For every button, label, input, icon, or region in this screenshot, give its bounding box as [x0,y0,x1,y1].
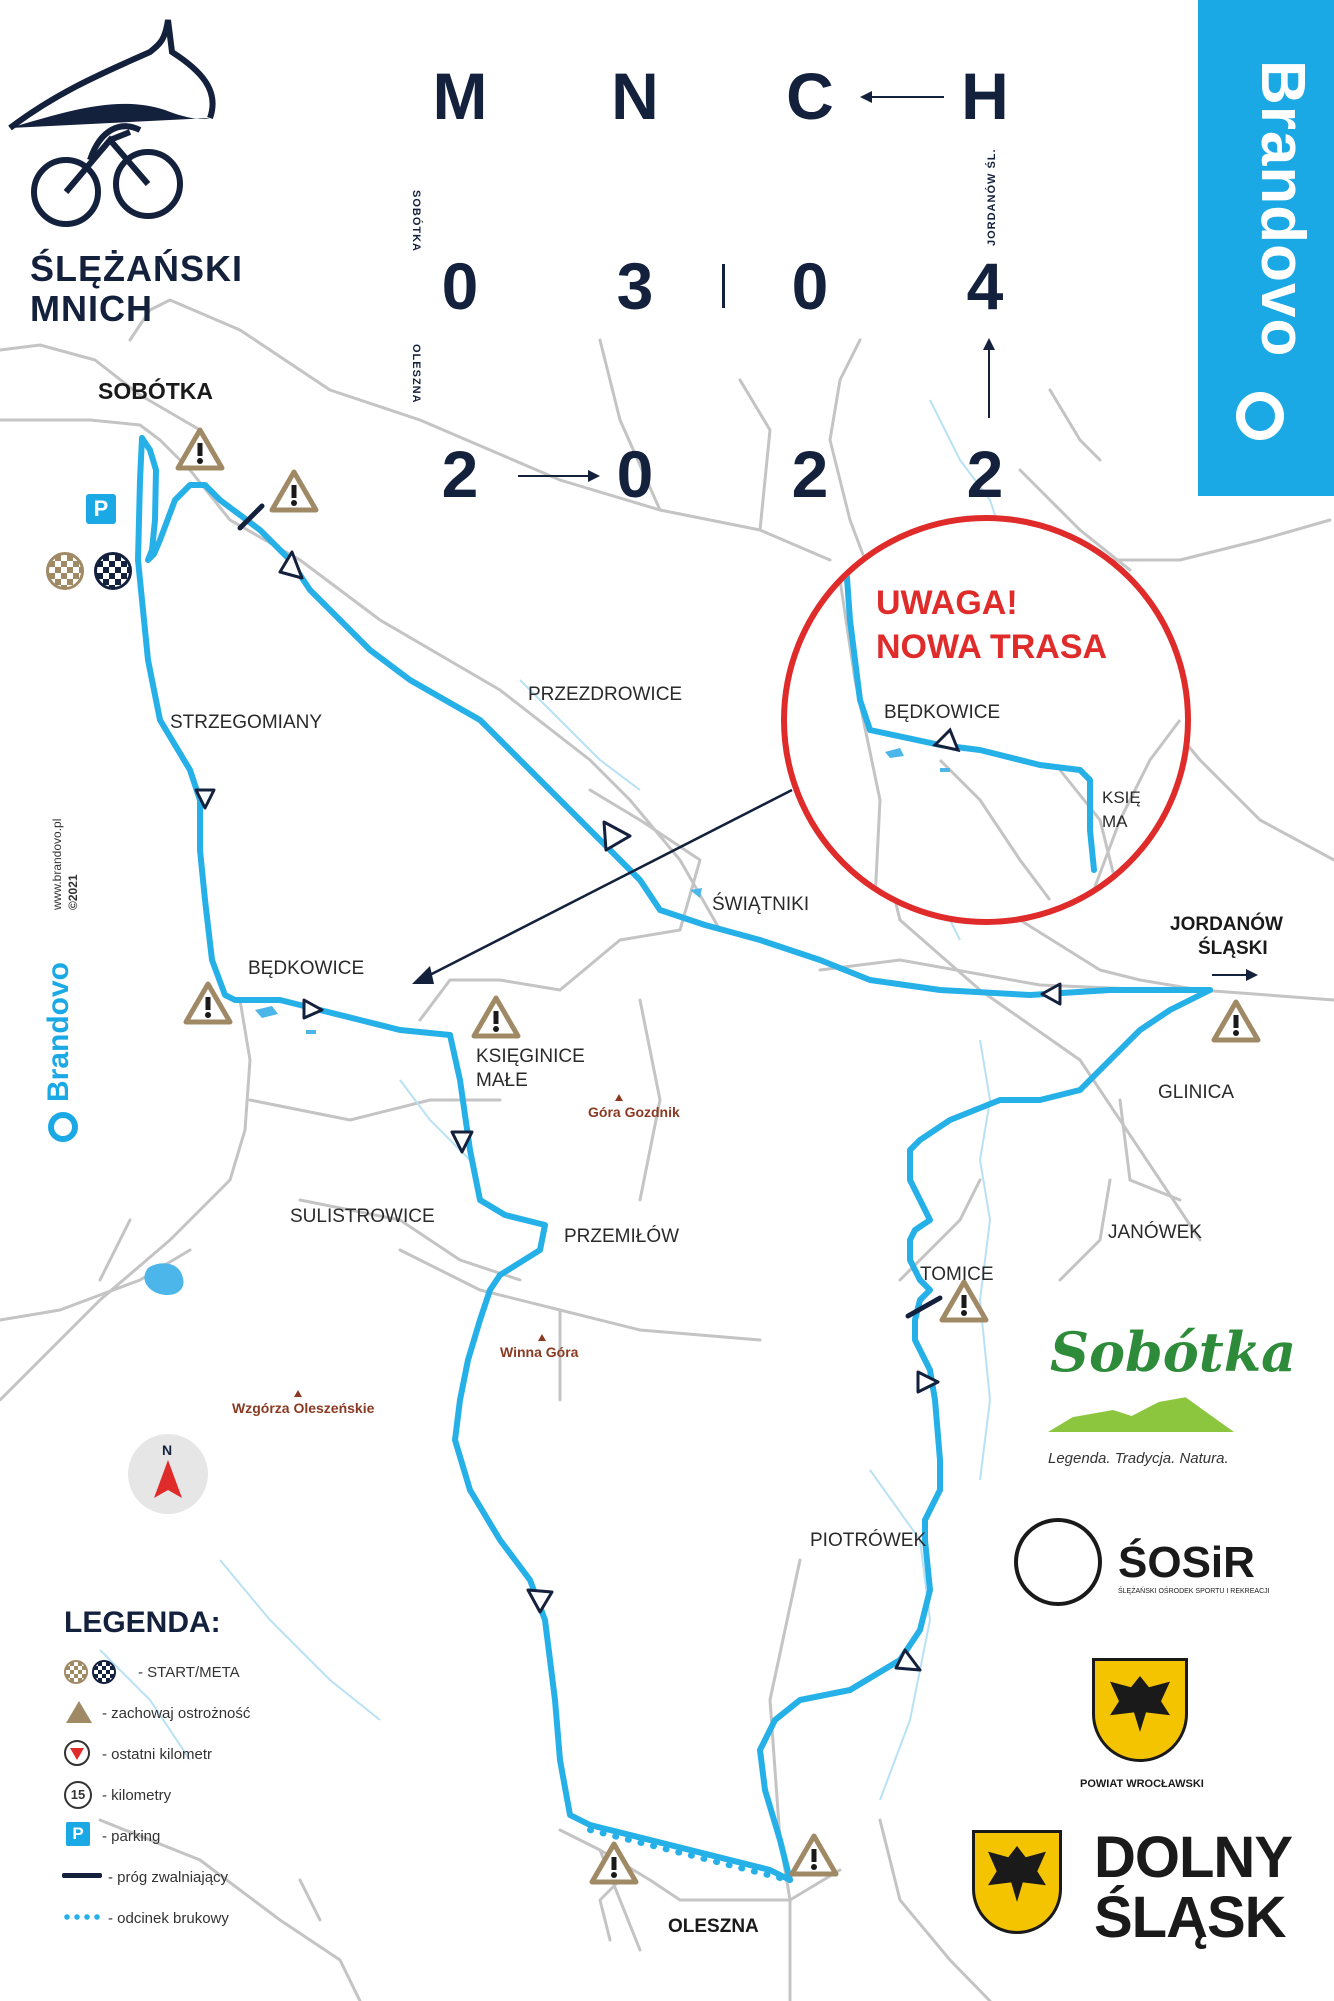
direction-arrow-icon [278,550,304,580]
warning-icons [175,427,1261,1885]
warning-icon [183,981,233,1025]
direction-arrow-icon [526,1588,554,1614]
direction-arrow-icon [194,788,216,810]
warning-icon [471,995,521,1039]
race-logo-icon [8,19,216,227]
warning-icon [589,1841,639,1885]
new-route-inset [781,515,1191,925]
road-network [0,298,1334,2001]
callout-pointer [419,788,793,982]
warning-icon [175,427,225,471]
direction-arrow-icon [1040,982,1062,1006]
warning-icon [269,469,319,513]
speed-bump-icon [237,503,943,1319]
compass [128,1434,208,1514]
warning-icon [939,1279,989,1323]
direction-arrow-icon [894,1648,922,1672]
direction-arrow-icon [602,820,632,852]
race-route [135,435,1213,1883]
direction-arrow-icon [916,1370,940,1394]
direction-arrow-icon [302,998,324,1020]
direction-arrows [194,550,1062,1672]
direction-arrow-icon [450,1130,474,1154]
warning-icon [789,1833,839,1877]
warning-icon [1211,999,1261,1043]
callout-pointer-head [412,966,434,984]
